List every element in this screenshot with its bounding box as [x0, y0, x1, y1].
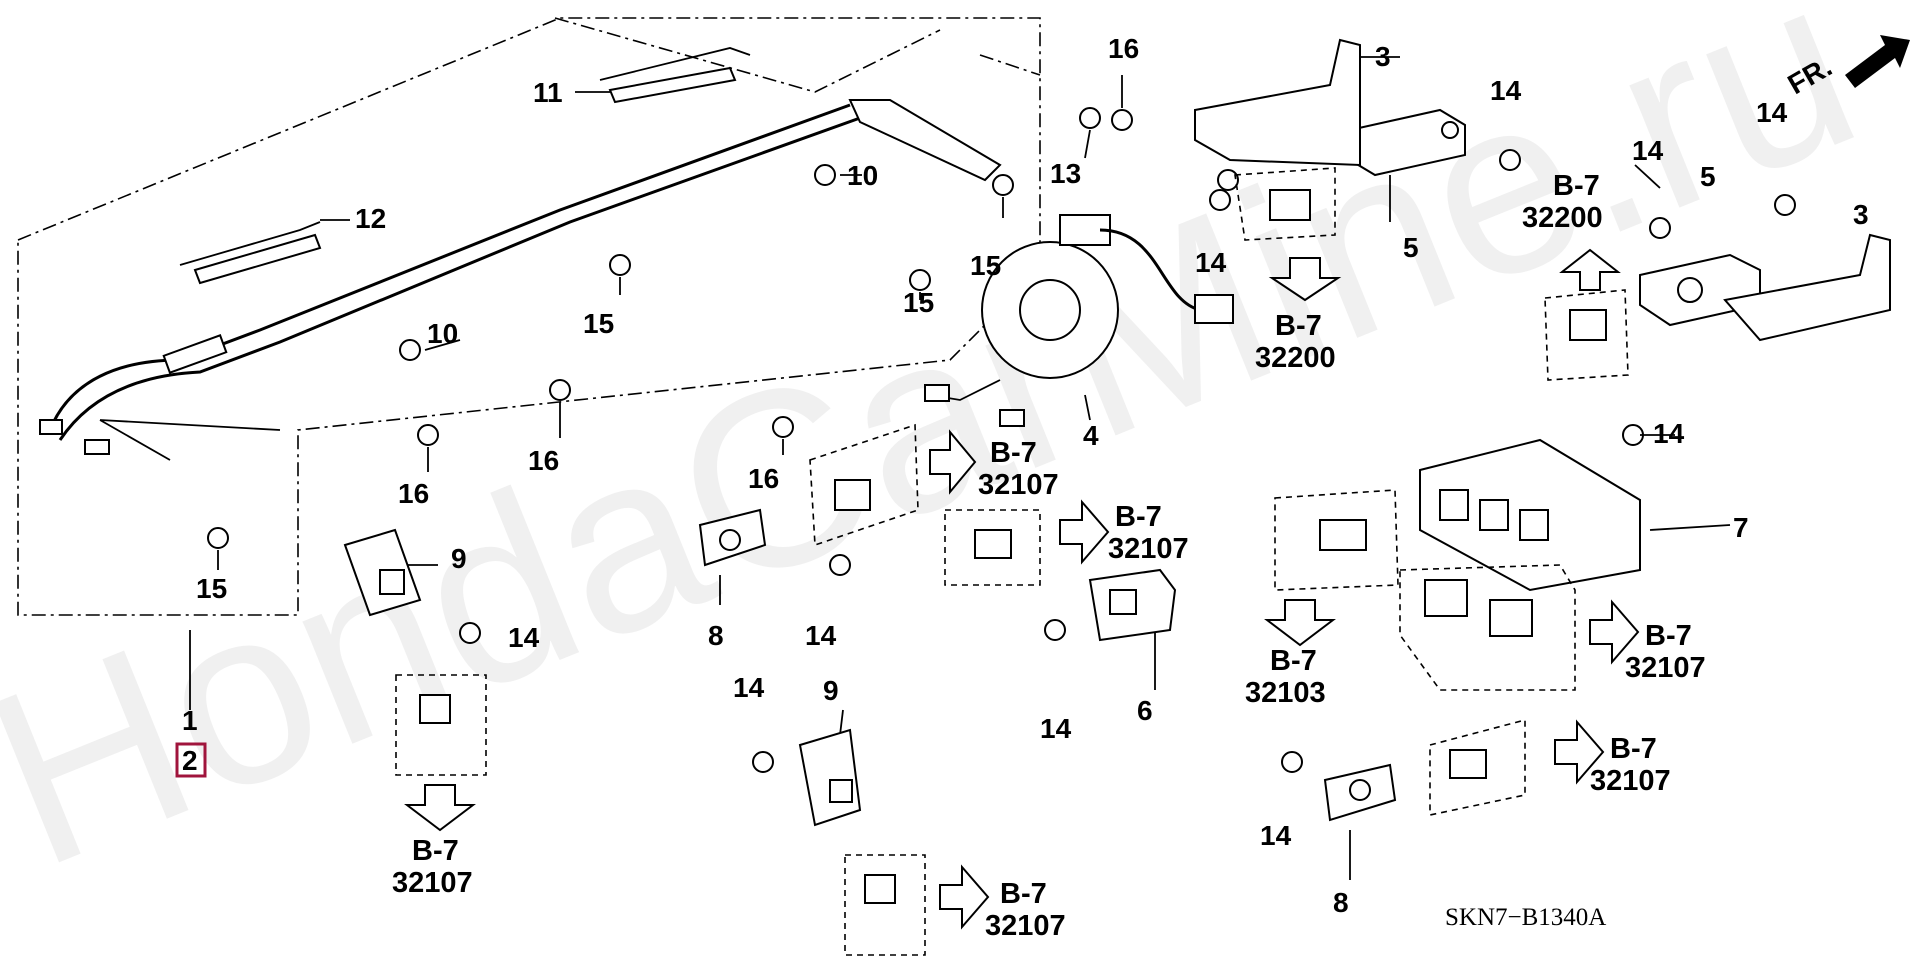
label-16: 16 — [528, 445, 559, 476]
ref-group[interactable]: B-7 — [1275, 310, 1322, 342]
label-4: 4 — [1083, 420, 1099, 451]
label-14: 14 — [733, 672, 765, 703]
label-3: 3 — [1375, 41, 1391, 72]
label-14: 14 — [1756, 97, 1788, 128]
ref-group[interactable]: B-7 — [1270, 645, 1317, 677]
label-9: 9 — [823, 675, 839, 706]
label-14: 14 — [1195, 247, 1227, 278]
sensor-9-left — [343, 528, 422, 617]
arrow-up-1 — [1559, 248, 1621, 291]
ref-code[interactable]: 32107 — [392, 867, 473, 899]
label-10: 10 — [847, 160, 878, 191]
sensor-8-right — [1323, 763, 1397, 822]
arrow-right-2 — [1059, 499, 1110, 565]
label-12: 12 — [355, 203, 386, 234]
label-7: 7 — [1733, 512, 1749, 543]
label-16: 16 — [748, 463, 779, 494]
ref-group[interactable]: B-7 — [412, 835, 459, 867]
arrow-right-3 — [1589, 599, 1640, 665]
ref-code[interactable]: 32107 — [1625, 652, 1706, 684]
airbag-wire-harness — [39, 99, 1002, 461]
label-5: 5 — [1700, 161, 1716, 192]
label-13: 13 — [1050, 158, 1081, 189]
reference-arrows — [404, 35, 1910, 930]
arrow-right-4 — [1554, 719, 1605, 785]
label-10: 10 — [427, 318, 458, 349]
label-5: 5 — [1403, 232, 1419, 263]
ref-group[interactable]: B-7 — [1115, 501, 1162, 533]
ref-group[interactable]: B-7 — [1553, 170, 1600, 202]
label-8: 8 — [1333, 887, 1349, 918]
sensor-9-bottom — [798, 728, 862, 827]
bolt-icons — [207, 107, 1796, 773]
label-16: 16 — [398, 478, 429, 509]
arrow-down-1 — [1268, 257, 1342, 302]
srs-unit-part — [1419, 438, 1641, 592]
ref-code[interactable]: 32107 — [1590, 765, 1671, 797]
ref-group[interactable]: B-7 — [990, 437, 1037, 469]
label-15: 15 — [903, 287, 934, 318]
label-15: 15 — [970, 250, 1001, 281]
ref-code[interactable]: 32107 — [985, 910, 1066, 942]
clock-spring-part — [924, 214, 1234, 427]
label-2-highlight-box[interactable] — [175, 742, 207, 778]
ref-group[interactable]: B-7 — [1000, 878, 1047, 910]
sensor-5-left — [1349, 108, 1466, 177]
label-2[interactable]: 2 — [182, 745, 198, 776]
bracket-3-left — [1194, 38, 1361, 167]
ref-code[interactable]: 32200 — [1255, 342, 1336, 374]
arrow-down-3 — [404, 784, 476, 832]
label-14: 14 — [1490, 75, 1522, 106]
arrow-down-2 — [1264, 599, 1336, 647]
arrow-right-1 — [929, 429, 977, 495]
label-14: 14 — [1632, 135, 1664, 166]
label-14: 14 — [508, 622, 540, 653]
drawing-code: SKN7−B1340A — [1445, 904, 1606, 931]
ref-code[interactable]: 32200 — [1522, 202, 1603, 234]
bracket-12 — [193, 233, 322, 285]
label-14: 14 — [1260, 820, 1292, 851]
label-9: 9 — [451, 543, 467, 574]
assembly-frame — [17, 17, 1041, 616]
label-15: 15 — [196, 573, 227, 604]
label-14: 14 — [1653, 418, 1685, 449]
ref-code[interactable]: 32107 — [978, 469, 1059, 501]
front-direction-arrow — [1845, 35, 1910, 88]
frame-inner-1 — [554, 17, 941, 93]
sensor-6 — [1088, 568, 1177, 642]
label-14: 14 — [805, 620, 837, 651]
label-14: 14 — [1040, 713, 1072, 744]
sensor-5-right — [1639, 253, 1761, 327]
bracket-3-right — [1723, 233, 1891, 342]
connector-callouts — [395, 167, 1629, 956]
label-16: 16 — [1108, 33, 1139, 64]
ref-group[interactable]: B-7 — [1610, 733, 1657, 765]
frame-inner-2 — [979, 54, 1041, 76]
label-15: 15 — [583, 308, 614, 339]
label-3: 3 — [1853, 199, 1869, 230]
ref-code[interactable]: 32107 — [1108, 533, 1189, 565]
label-6: 6 — [1137, 695, 1153, 726]
ref-group[interactable]: B-7 — [1645, 620, 1692, 652]
label-1: 1 — [182, 705, 198, 736]
label-11: 11 — [533, 77, 563, 108]
arrow-right-5 — [939, 864, 990, 930]
leader-lines — [189, 56, 1731, 880]
bracket-11 — [608, 66, 737, 104]
ref-code[interactable]: 32103 — [1245, 677, 1326, 709]
sensor-8-left — [698, 508, 767, 567]
label-8: 8 — [708, 620, 724, 651]
